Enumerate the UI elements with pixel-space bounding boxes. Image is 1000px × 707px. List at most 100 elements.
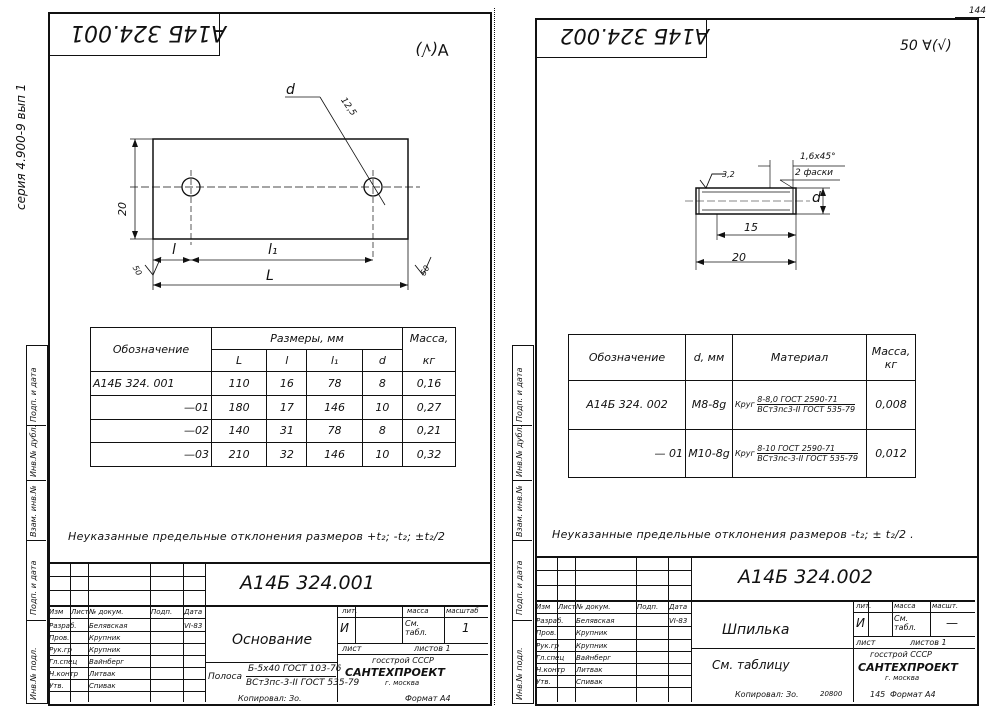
right-org-1: госстрой СССР — [870, 650, 932, 659]
right-stamp-header: Изм Лист № докум. Подп. Дата — [536, 603, 688, 611]
table-row: —02 140 31 78 8 0,21 — [90, 418, 456, 444]
right-dim-roughness: 3,2 — [722, 170, 735, 179]
right-stamp-material: См. таблицу — [712, 658, 790, 672]
base-plate-drawing — [130, 96, 432, 290]
page-number-underline — [955, 17, 985, 18]
right-lit-label: лит. — [856, 602, 872, 610]
left-sheets-label: листов 1 — [414, 644, 451, 653]
col-header-mass-unit: кг — [402, 349, 456, 372]
right-side-stamp — [512, 345, 534, 704]
right-org-2: САНТЕХПРОЕКТ — [858, 661, 958, 674]
left-copied: Копировал: Зо. — [238, 694, 302, 703]
right-org-3: г. москва — [885, 674, 920, 682]
left-tolerance-note: Неуказанные предельные отклонения размер… — [68, 530, 446, 543]
right-tolerance-note: Неуказанные предельные отклонения размер… — [552, 528, 914, 541]
left-side-stamp-1: Инв.№ подл. — [29, 647, 38, 700]
col-header-mass: Масса, — [402, 327, 456, 350]
left-dim-d: d — [286, 82, 295, 98]
col-header-designation: Обозначение — [90, 327, 212, 372]
left-side-stamp-3: Взам. инв.№ — [29, 485, 38, 537]
col-header-d: d — [361, 349, 404, 372]
right-spec-table: Обозначение d, мм Материал Масса,кг А14Б… — [568, 334, 916, 478]
left-side-stamp — [26, 345, 48, 704]
right-side-stamp-3: Взам. инв.№ — [515, 485, 524, 537]
right-side-stamp-1: Инв.№ подл. — [515, 647, 524, 700]
list-item: Утв.Спивак — [49, 682, 116, 690]
right-dim-chamfers-count: 2 фаски — [795, 168, 834, 178]
col-header-l: l — [266, 349, 308, 372]
stud-drawing — [685, 160, 845, 270]
list-item: Пров.Крупник — [49, 634, 121, 642]
sheet-divider — [494, 8, 495, 705]
left-stamp-material-top: Б-5х40 ГОСТ 103-76 — [248, 664, 342, 674]
col-header-L: L — [210, 349, 268, 372]
right-code-box — [535, 18, 707, 58]
left-dim-L: L — [266, 268, 274, 284]
left-spec-table: Обозначение Размеры, мм Масса, L l l₁ d … — [90, 327, 456, 467]
left-dim-l1: l₁ — [268, 242, 278, 258]
left-title-block — [48, 562, 492, 706]
right-scale-label: масшт. — [932, 602, 959, 610]
left-stamp-code: А14Б 324.001 — [240, 572, 375, 594]
left-roughness-note: ∀(√) — [415, 40, 449, 59]
left-scale-label: масштаб — [446, 607, 479, 615]
left-code: А14Б 324.001 — [70, 20, 227, 45]
table-row: —01 180 17 146 10 0,27 — [90, 394, 456, 420]
right-dim-d: d — [812, 190, 821, 206]
right-code: А14Б 324.002 — [560, 24, 710, 48]
right-order: 145 — [870, 690, 886, 699]
series-label: серия 4.900-9 вып 1 — [14, 83, 28, 210]
col-header-d: d, мм — [685, 334, 733, 381]
left-side-stamp-2: Подп. и дата — [29, 560, 38, 616]
left-mass-label: масса — [407, 607, 429, 615]
left-org-3: г. москва — [385, 679, 420, 687]
left-org-1: госстрой СССР — [372, 656, 434, 665]
right-stock: 20800 — [820, 690, 843, 698]
right-stamp-code: А14Б 324.002 — [738, 566, 873, 588]
left-lit-value: И — [340, 621, 349, 635]
right-side-stamp-2: Подп. и дата — [515, 560, 524, 616]
right-dim-chamfer: 1,6х45° — [800, 152, 836, 162]
left-stamp-header: Изм Лист № докум. Подп. Дата — [49, 608, 203, 616]
list-item: Пров.Крупник — [536, 629, 608, 638]
left-side-stamp-4: Инв.№ дубл. — [29, 424, 38, 477]
left-side-stamp-5: Подп. и дата — [29, 367, 38, 423]
left-dim-l: l — [172, 242, 176, 258]
left-stamp-material-bottom: ВСт3пс-3-II ГОСТ 535-79 — [246, 678, 360, 688]
left-org-2: САНТЕХПРОЕКТ — [345, 666, 445, 679]
right-title-block — [535, 556, 979, 706]
right-sheet-label: лист — [856, 638, 876, 647]
col-header-dims: Размеры, мм — [211, 327, 403, 350]
col-header-material: Материал — [732, 334, 867, 381]
col-header-designation: Обозначение — [568, 334, 686, 381]
right-dim-15: 15 — [744, 221, 758, 234]
right-stamp-title: Шпилька — [722, 622, 790, 638]
left-format: Формат А4 — [405, 694, 451, 703]
left-sheet-label: лист — [342, 644, 362, 653]
right-lit-value: И — [856, 616, 865, 630]
right-side-stamp-5: Подп. и дата — [515, 367, 524, 423]
page-number: 144 — [968, 6, 986, 16]
left-scale-value: 1 — [462, 621, 470, 635]
right-copied: Копировал: Зо. — [735, 690, 799, 699]
left-stamp-material-prefix: Полоса — [208, 672, 242, 682]
right-format: Формат А4 — [890, 690, 936, 699]
left-mass-value: См. табл. — [405, 619, 428, 637]
left-dim-height: 20 — [116, 202, 129, 216]
col-header-mass: Масса,кг — [866, 334, 916, 381]
right-scale-value: — — [946, 616, 958, 630]
left-stamp-title: Основание — [232, 632, 313, 648]
table-row: А14Б 324. 002 М8-8g Круг 8-8,0 ГОСТ 2590… — [568, 380, 916, 430]
right-mass-value: См. табл. — [894, 614, 917, 632]
